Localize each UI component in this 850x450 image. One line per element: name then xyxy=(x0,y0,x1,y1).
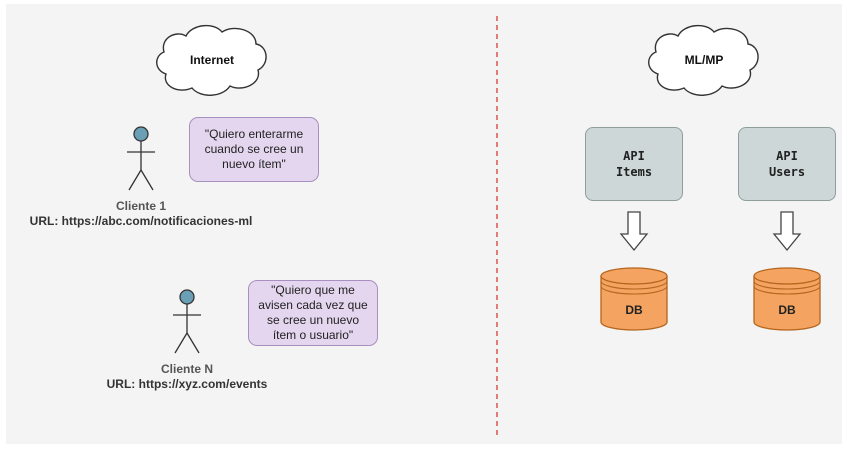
api-items-box: API Items xyxy=(585,127,683,201)
api-items-line1: API xyxy=(623,149,645,163)
db-items xyxy=(600,267,668,331)
api-users-line2: Users xyxy=(768,165,806,179)
cloud-mlmp-label: ML/MP xyxy=(684,53,724,67)
arrow-users-to-db xyxy=(773,211,801,251)
db-items-label: DB xyxy=(625,303,643,317)
client-n-name: Cliente N xyxy=(160,362,213,376)
db-users xyxy=(753,267,821,331)
arrow-items-to-db xyxy=(620,211,648,251)
cloud-internet-label: Internet xyxy=(189,53,234,67)
actor-cliente-1 xyxy=(126,126,156,191)
db-users-label: DB xyxy=(778,303,796,317)
api-items-line2: Items xyxy=(615,165,653,179)
client-1-name: Cliente 1 xyxy=(115,199,166,213)
client-1-url: URL: https://abc.com/notificaciones-ml xyxy=(29,214,253,228)
client-1-note: "Quiero enterarme cuando se cree un nuev… xyxy=(189,117,319,182)
client-n-url: URL: https://xyz.com/events xyxy=(106,377,268,391)
client-n-note: "Quiero que me avisen cada vez que se cr… xyxy=(248,280,378,346)
api-users-line1: API xyxy=(776,149,798,163)
actor-cliente-n xyxy=(172,289,202,354)
api-users-box: API Users xyxy=(738,127,836,201)
